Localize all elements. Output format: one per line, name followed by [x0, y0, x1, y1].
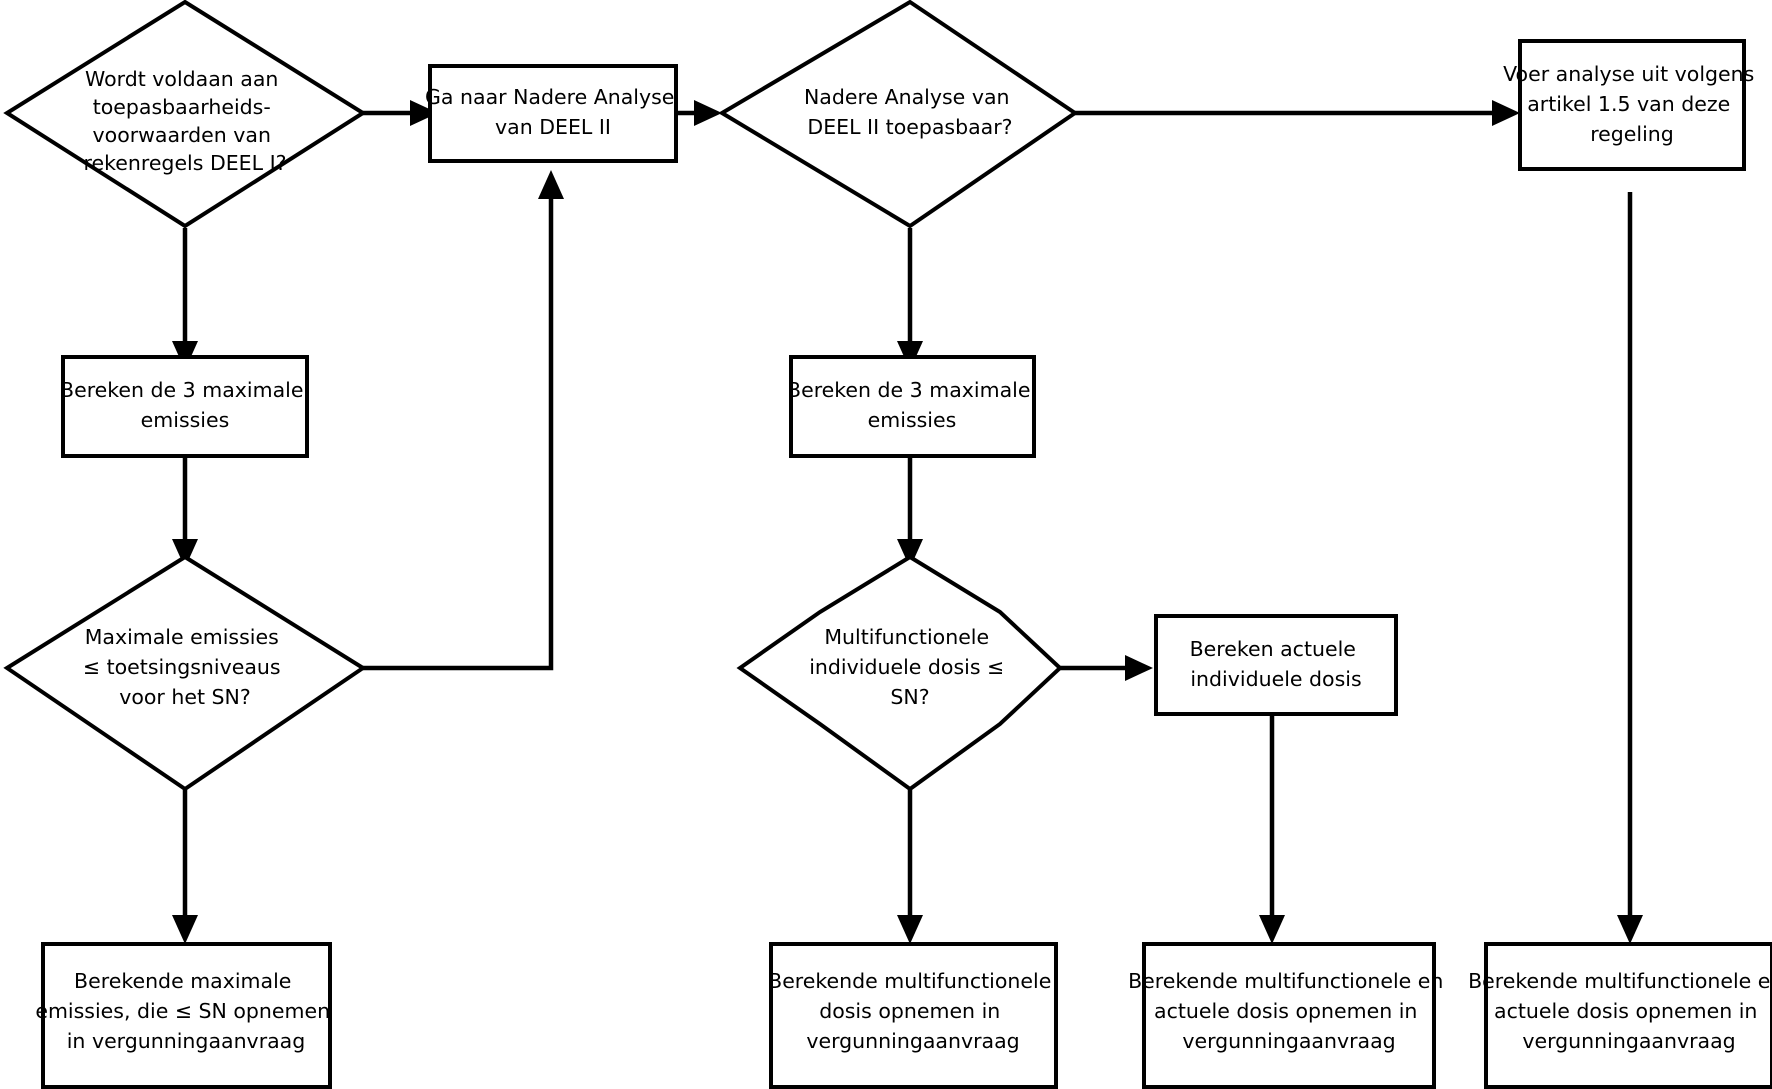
arrow-head-d3-r1 — [172, 915, 198, 944]
arrow-head-p3-d3 — [172, 539, 198, 568]
node-d4-multifunctional-dose-decision[interactable]: Multifunctionele individuele dosis ≤ SN? — [736, 554, 1063, 792]
node-r2-result-multifunctional-dose[interactable]: Berekende multifunctionele dosis opnemen… — [768, 942, 1058, 1089]
arrow-head-p4-d4 — [897, 539, 923, 568]
edge-d3-to-p1 — [363, 195, 554, 671]
node-r4-label: Berekende multifunctionele en actuele do… — [1468, 969, 1772, 1053]
arrow-head-d2-p2 — [1492, 100, 1520, 126]
arrow-head-d4-p5 — [1125, 655, 1153, 681]
node-r3-result-multifunctional-and-actual[interactable]: Berekende multifunctionele en actuele do… — [1128, 942, 1450, 1089]
node-d1-applicability-decision[interactable]: Wordt voldaan aan toepasbaarheids- voorw… — [3, 0, 367, 229]
node-d2-label: Nadere Analyse van DEEL II toepasbaar? — [804, 85, 1016, 139]
node-p1-label: Ga naar Nadere Analyse van DEEL II — [425, 85, 681, 139]
arrow-head-d1-p1 — [410, 100, 438, 126]
process-shape-p5[interactable] — [1154, 614, 1398, 716]
arrow-head-p2-r4 — [1617, 915, 1643, 944]
node-d4-label: Multifunctionele individuele dosis ≤ SN? — [809, 625, 1011, 709]
node-p3-calc-3-max-emissions-left[interactable]: Bereken de 3 maximale emissies — [60, 355, 310, 458]
node-d2-deel2-applicable-decision[interactable]: Nadere Analyse van DEEL II toepasbaar? — [718, 0, 1079, 229]
node-d3-max-emissions-vs-levels-decision[interactable]: Maximale emissies ≤ toetsingsniveaus voo… — [3, 554, 367, 792]
node-d3-label: Maximale emissies ≤ toetsingsniveaus voo… — [83, 625, 287, 709]
node-p1-go-to-deel2[interactable]: Ga naar Nadere Analyse van DEEL II — [425, 64, 681, 163]
node-d1-label: Wordt voldaan aan toepasbaarheids- voorw… — [84, 67, 287, 175]
node-r2-label: Berekende multifunctionele dosis opnemen… — [768, 969, 1058, 1053]
node-p4-calc-3-max-emissions-middle[interactable]: Bereken de 3 maximale emissies — [787, 355, 1037, 458]
decision-shape-d1[interactable] — [3, 0, 367, 229]
process-shape-r1[interactable] — [41, 942, 332, 1089]
edge-layer — [172, 100, 1643, 944]
node-p5-label: Bereken actuele individuele dosis — [1190, 637, 1363, 691]
decision-shape-d3[interactable] — [3, 554, 367, 792]
node-p4-label: Bereken de 3 maximale emissies — [787, 378, 1037, 432]
process-shape-r4[interactable] — [1484, 942, 1772, 1089]
arrow-head-p1-d2 — [694, 100, 722, 126]
node-p2-label: Voer analyse uit volgens artikel 1.5 van… — [1503, 62, 1761, 146]
node-p5-calc-actual-dose[interactable]: Bereken actuele individuele dosis — [1154, 614, 1398, 716]
node-r1-label: Berekende maximale emissies, die ≤ SN op… — [35, 969, 336, 1053]
decision-shape-d2[interactable] — [718, 0, 1079, 229]
arrow-head-d3-p1 — [538, 170, 564, 199]
process-shape-p1[interactable] — [428, 64, 678, 163]
node-p2-perform-analysis-article[interactable]: Voer analyse uit volgens artikel 1.5 van… — [1503, 39, 1761, 171]
arrow-head-p5-r3 — [1259, 915, 1285, 944]
process-shape-p4[interactable] — [789, 355, 1036, 458]
node-r4-result-multifunctional-and-actual-right[interactable]: Berekende multifunctionele en actuele do… — [1468, 942, 1772, 1089]
node-layer: Wordt voldaan aan toepasbaarheids- voorw… — [3, 0, 1772, 1089]
node-r3-label: Berekende multifunctionele en actuele do… — [1128, 969, 1450, 1053]
process-shape-r3[interactable] — [1142, 942, 1436, 1089]
decision-shape-d4[interactable] — [736, 554, 1063, 792]
process-shape-p3[interactable] — [61, 355, 309, 458]
process-shape-r2[interactable] — [769, 942, 1058, 1089]
arrow-head-d4-r2 — [897, 915, 923, 944]
node-p3-label: Bereken de 3 maximale emissies — [60, 378, 310, 432]
node-r1-result-max-emissions[interactable]: Berekende maximale emissies, die ≤ SN op… — [35, 942, 336, 1089]
process-shape-p2[interactable] — [1518, 39, 1746, 171]
